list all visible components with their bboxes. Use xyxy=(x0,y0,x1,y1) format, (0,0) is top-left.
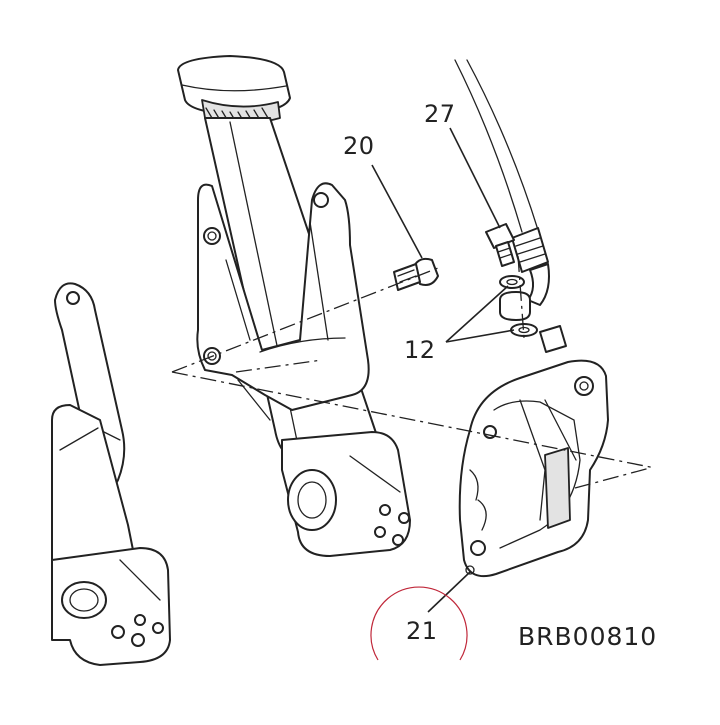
alignment-lines xyxy=(171,255,656,489)
highlight-circle xyxy=(370,586,468,661)
brake-caliper xyxy=(458,325,609,578)
left-fork-leg xyxy=(51,282,171,666)
fork-foot xyxy=(281,431,411,557)
banjo-bolt xyxy=(485,223,515,267)
caliper-bracket xyxy=(196,182,370,421)
leader-lines xyxy=(371,127,515,613)
reference-code: BRB00810 xyxy=(518,622,658,651)
callout-20: 20 xyxy=(343,132,375,160)
leader-12b xyxy=(445,329,515,343)
callout-27: 27 xyxy=(424,100,456,128)
callout-21: 21 xyxy=(406,617,438,645)
leader-21 xyxy=(427,571,471,613)
callout-12: 12 xyxy=(404,336,436,364)
brake-hose xyxy=(454,59,550,306)
sealing-washers xyxy=(499,275,538,337)
caliper-bolt xyxy=(393,257,439,291)
leader-27 xyxy=(449,127,501,229)
leader-12a xyxy=(445,285,509,343)
leader-20 xyxy=(371,164,423,259)
